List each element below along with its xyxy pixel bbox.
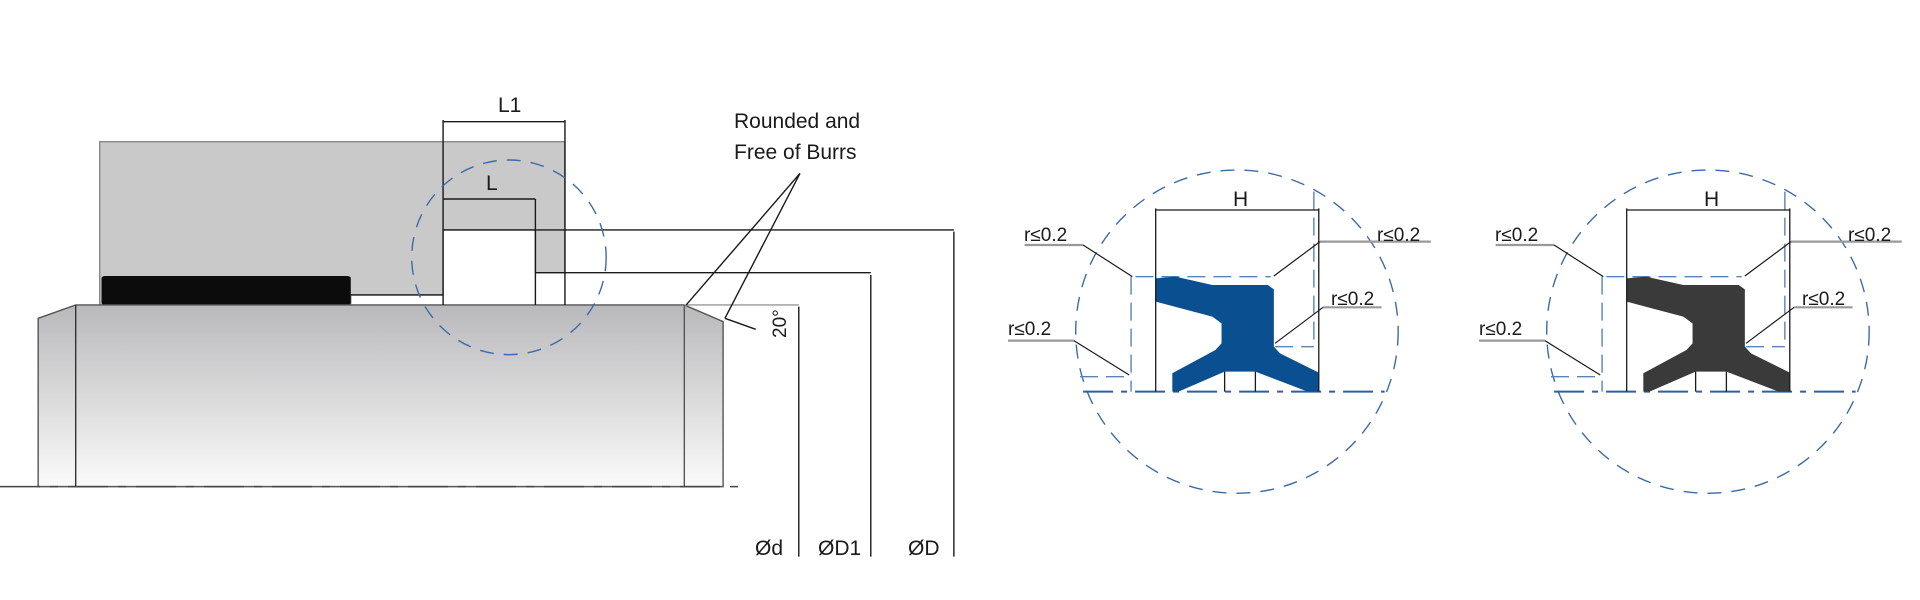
note-line-2: Free of Burrs [734,141,857,164]
radius-label: r≤0.2 [1479,319,1522,340]
detail-circle [1547,170,1869,493]
radius-label: r≤0.2 [1377,225,1420,246]
label-H: H [1704,188,1719,211]
radius-leaders [1074,242,1323,375]
radius-leaders [1545,242,1794,375]
label-d: Ød [755,537,783,560]
radius-label: r≤0.2 [1802,289,1845,310]
label-D: ØD [908,537,940,560]
seal-profile [1155,276,1319,392]
label-underlines [1479,242,1902,341]
groove-contour [1551,192,1785,392]
label-L1: L1 [498,94,521,117]
detail-circle [1076,170,1398,493]
radius-label: r≤0.2 [1008,319,1051,340]
radius-label: r≤0.2 [1331,289,1374,310]
piston-rod [38,305,723,487]
seal-profile [1626,276,1790,392]
detail-view-1 [1008,170,1431,493]
dimension-H [1627,208,1790,391]
label-H: H [1233,188,1248,211]
radius-label: r≤0.2 [1495,225,1538,246]
label-underlines [1008,242,1431,341]
radius-label: r≤0.2 [1848,225,1891,246]
note-line-1: Rounded and [734,110,860,133]
installation-view [0,120,954,557]
label-D1: ØD1 [818,537,861,560]
dimension-H [1156,208,1319,391]
label-angle: 20° [770,309,791,338]
radius-label: r≤0.2 [1024,225,1067,246]
detail-view-2 [1479,170,1902,493]
groove-outline [351,120,954,305]
leader-lines [686,173,800,329]
guide-strip [101,275,351,305]
detail-circle [412,160,606,355]
label-L: L [486,172,498,195]
groove-contour [1080,192,1314,392]
